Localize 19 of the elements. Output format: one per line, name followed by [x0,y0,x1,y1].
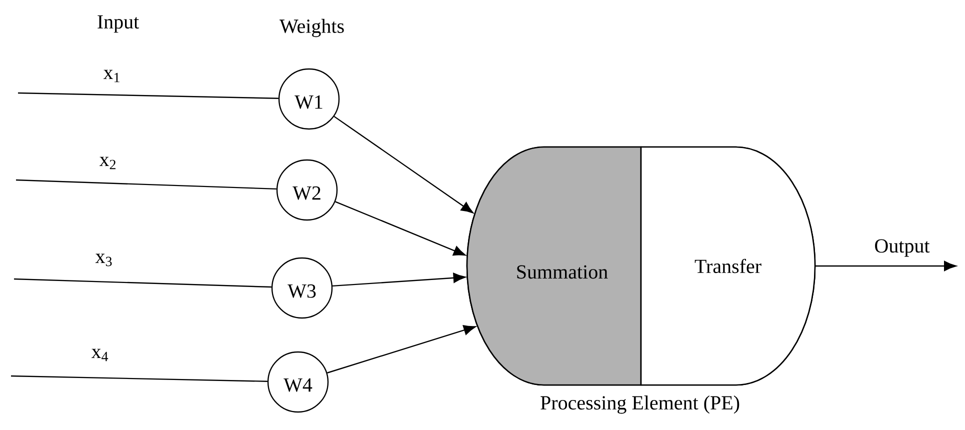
node-label: Processing Element (PE) [540,396,740,414]
column-heading: Weights [280,18,344,38]
arrow [334,116,474,214]
arrow [815,260,956,272]
input-line [18,92,278,99]
input-line [14,278,272,288]
input-line [16,179,276,190]
arrow [332,272,466,287]
edge-label: x$_{4}$ [91,348,108,362]
edge-label: x$_{1}$ [103,70,120,82]
edge-label: x$_{3}$ [95,254,112,266]
arrow [335,201,466,256]
summation-half: Summation [466,146,642,386]
edge-label: x$_{2}$ [99,156,116,170]
transfer-half: Transfer [640,146,816,386]
column-heading: Input [98,15,139,33]
input-line [11,375,268,382]
arrow [327,325,476,374]
edge-label: Output [875,239,930,257]
